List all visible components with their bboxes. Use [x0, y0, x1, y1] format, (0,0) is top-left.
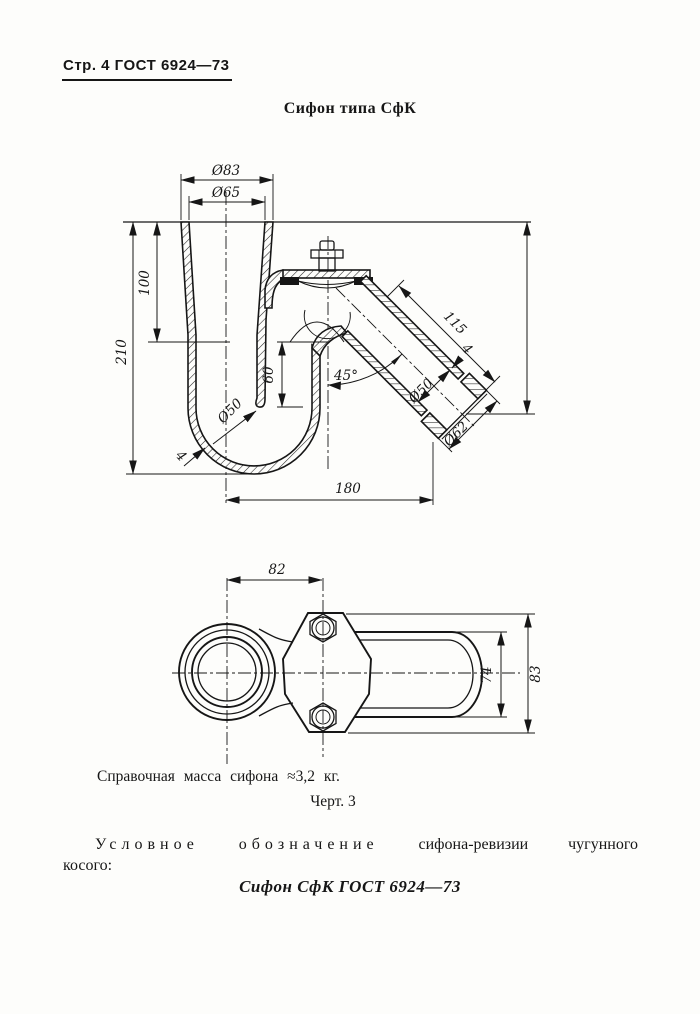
neck-bottom-edge: [258, 702, 294, 717]
revision-cover-plate: [282, 269, 371, 279]
dim-label-74: 74: [479, 666, 495, 683]
dim-label-180: 180: [335, 481, 361, 497]
inlet-socket-circles: [178, 623, 276, 721]
dim-label-100: 100: [137, 270, 153, 296]
siphon-section-drawing: Ø83 Ø65 100 210 60 Ø50 4 45° Ø50 4: [114, 163, 535, 505]
chamber-boss-arc: [303, 309, 351, 340]
page-header: Стр. 4 ГОСТ 6924—73: [62, 57, 232, 81]
designation-intro-line2: косого:: [63, 857, 113, 874]
dim-label-d62: Ø62: [440, 419, 472, 451]
dim-label-115: 115: [440, 308, 470, 338]
designation-word: Условное: [95, 836, 199, 853]
designation-formula: Сифон СфК ГОСТ 6924—73: [239, 877, 461, 896]
cover-boss-arc-outer: [297, 280, 357, 289]
siphon-top-view-drawing: 82 74 83: [172, 562, 544, 764]
figure-title: Сифон типа СфК: [283, 100, 417, 117]
designation-word: обозначение: [238, 836, 379, 853]
outlet-axis-centerline: [335, 287, 477, 429]
dim-label-4-trap: 4: [171, 447, 189, 465]
body-outline: [354, 631, 483, 718]
dim-label-83: 83: [528, 665, 544, 682]
dim-label-d65: Ø65: [211, 185, 240, 201]
flange-bolt-top: [309, 613, 337, 643]
dim-label-d83: Ø83: [211, 163, 240, 179]
cover-gasket-left: [280, 277, 299, 285]
trap-body-wall: [180, 221, 321, 475]
dim-label-210: 210: [114, 339, 130, 366]
dim-label-60: 60: [261, 366, 277, 384]
chamber-dome-inner-arc: [289, 321, 345, 343]
flange-plate: [282, 612, 372, 733]
designation-word: сифона-ревизии: [418, 836, 529, 853]
flange-bolt-bottom: [309, 702, 337, 732]
figure-caption: Черт. 3: [310, 793, 356, 810]
neck-top-edge: [258, 628, 294, 643]
dip-tube-wall: [255, 221, 274, 408]
dim-label-4-pipe: 4: [457, 340, 475, 358]
cover-bolt: [310, 240, 344, 272]
dim-label-82: 82: [268, 562, 285, 578]
designation-word: чугунного: [568, 836, 638, 853]
cover-boss-arc-inner: [297, 280, 357, 285]
dim-label-45deg: 45°: [333, 368, 358, 384]
designation-intro-line1: Условное обозначение сифона-ревизии чугу…: [95, 836, 638, 854]
mass-note: Справочная масса сифона ≈3,2 кг.: [97, 768, 340, 785]
branch-transition-wall: [311, 325, 349, 358]
